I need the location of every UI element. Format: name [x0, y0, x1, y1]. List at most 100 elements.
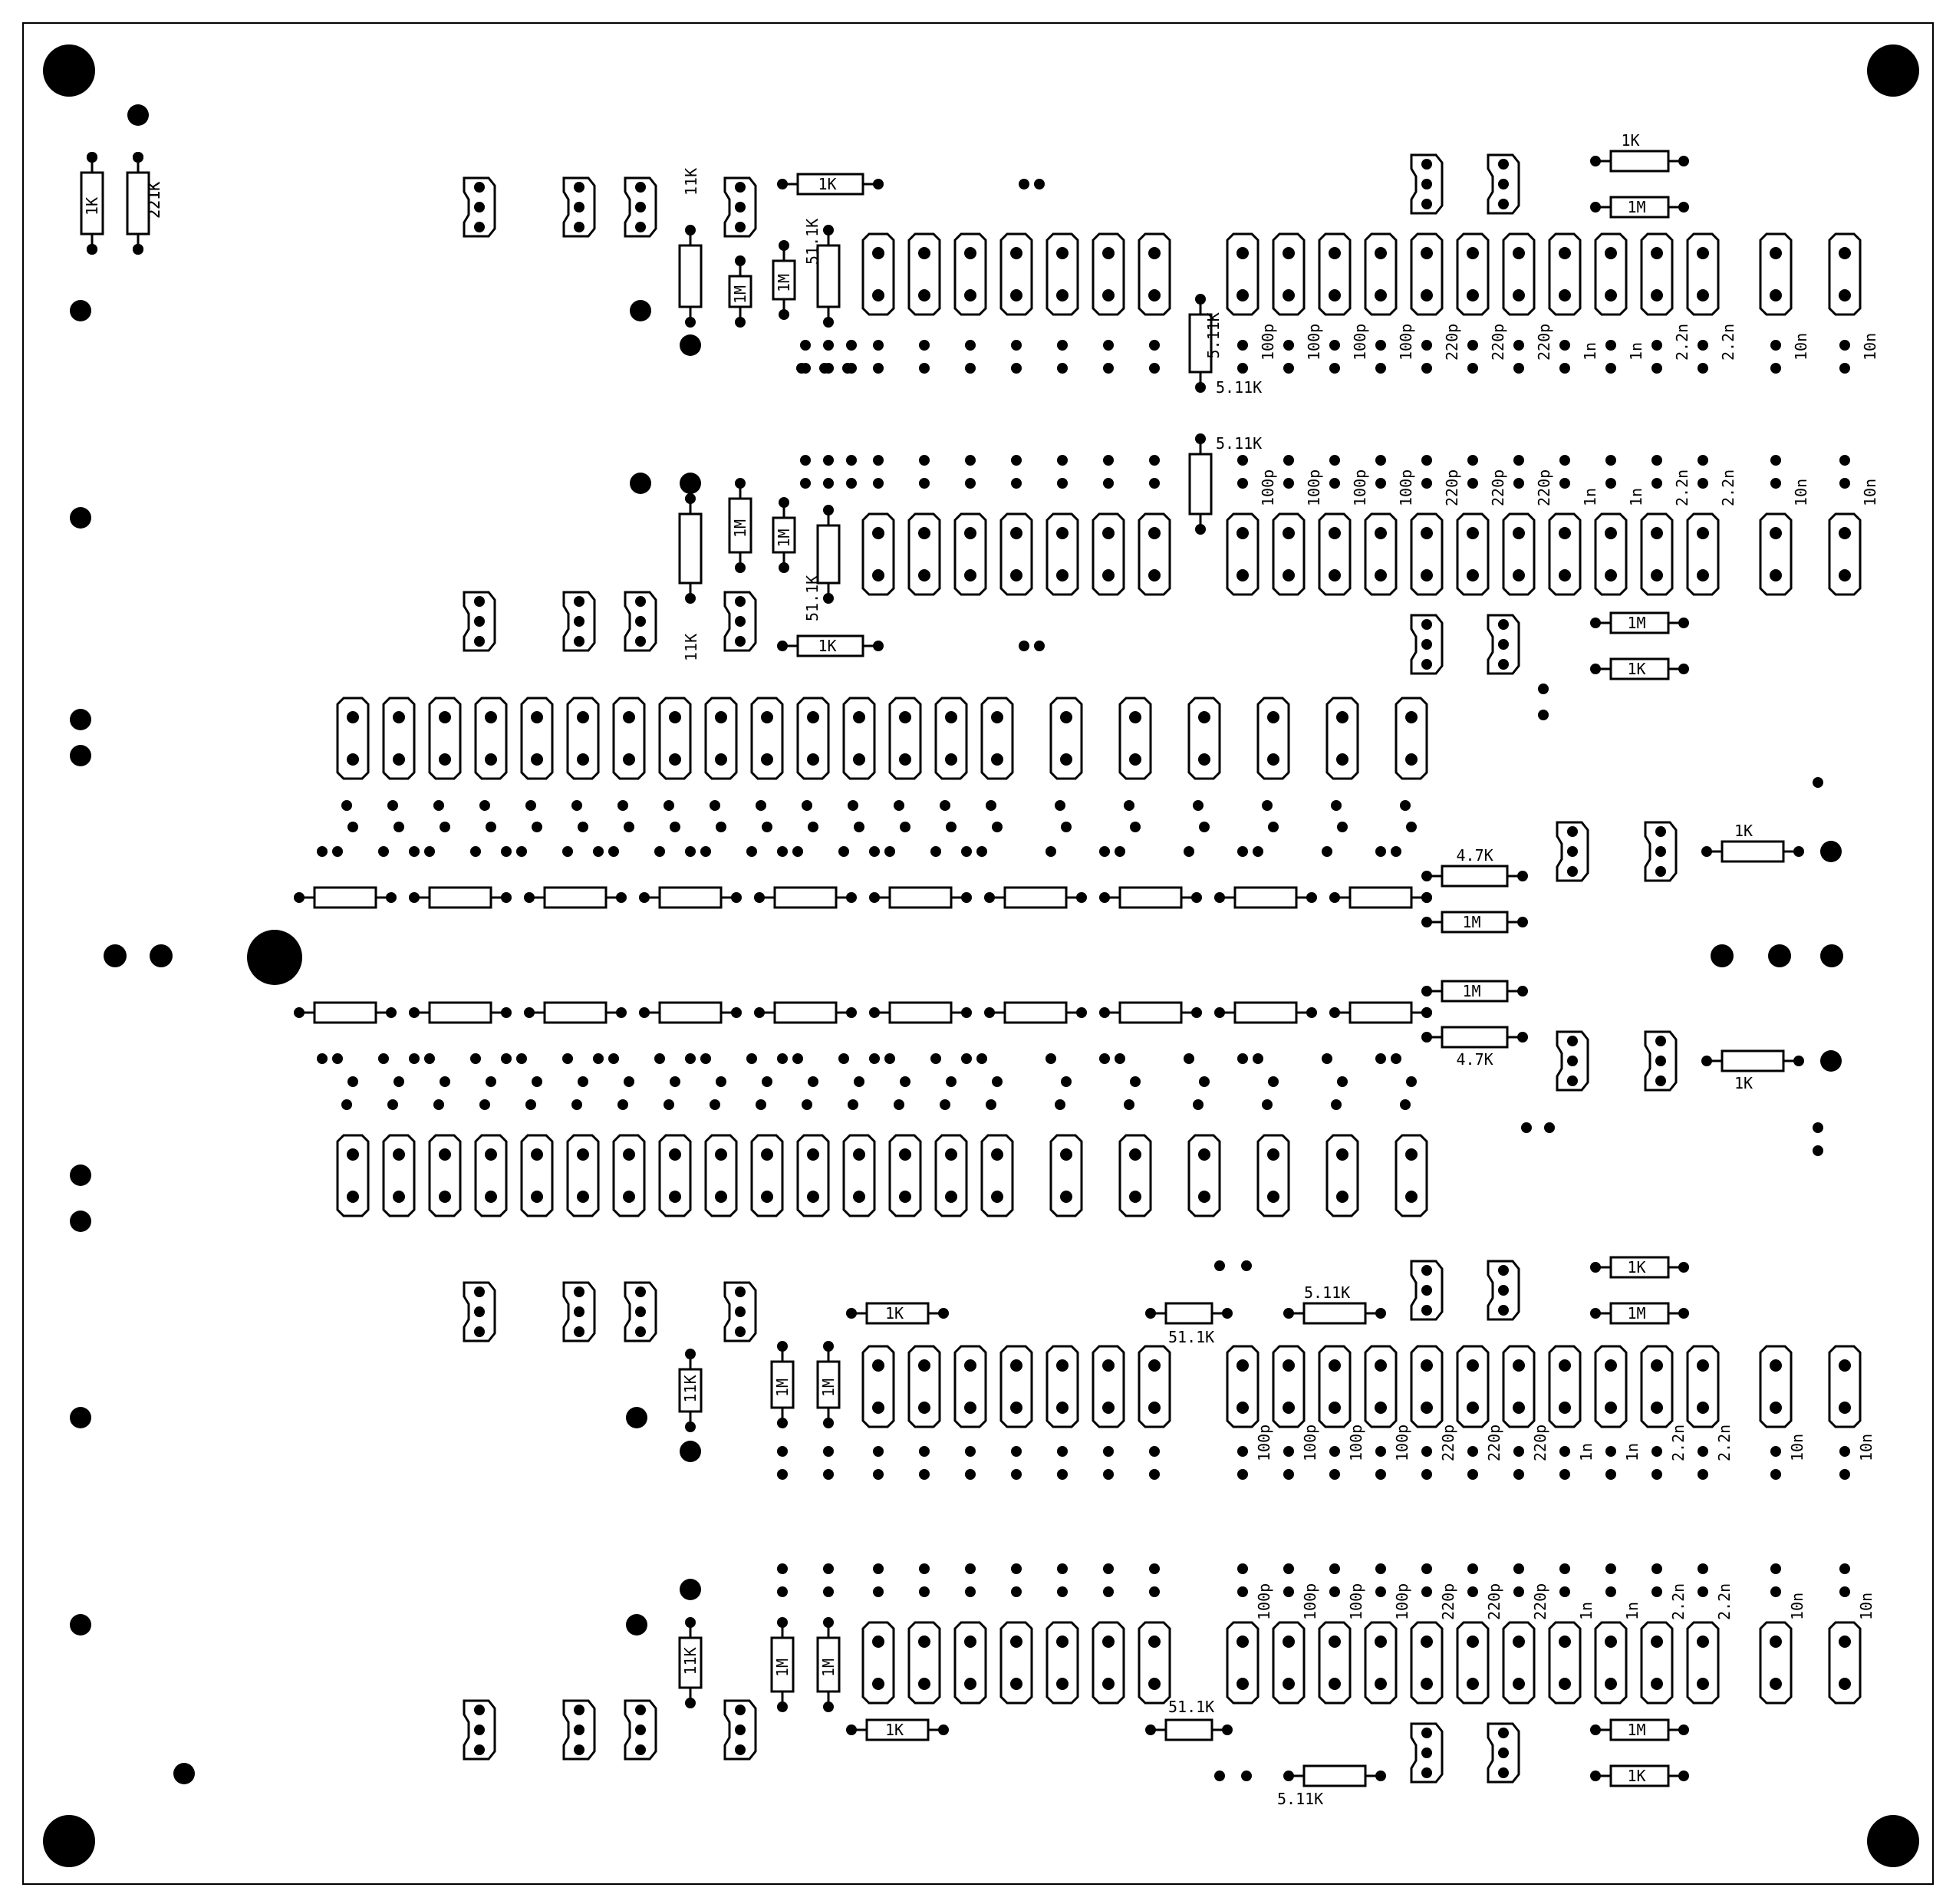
- pad: [964, 527, 976, 539]
- socket-outline: [1456, 232, 1490, 316]
- component-label: 51.1K: [1168, 1698, 1214, 1716]
- pad: [1191, 1007, 1202, 1018]
- via-icon: [1329, 340, 1340, 351]
- pad: [1099, 892, 1110, 903]
- capacitor-pad-icon: [428, 1134, 462, 1217]
- pad: [1701, 846, 1712, 857]
- pad: [1498, 639, 1509, 650]
- pad: [1148, 1359, 1161, 1372]
- via-icon: [578, 1076, 588, 1087]
- via-icon: [1262, 800, 1273, 811]
- pad: [1678, 1308, 1689, 1319]
- pad: [1283, 1636, 1295, 1648]
- via-icon: [486, 1076, 496, 1087]
- pad: [1839, 289, 1851, 301]
- socket-outline: [1226, 512, 1260, 596]
- pad: [635, 1326, 646, 1337]
- socket-outline: [888, 1134, 922, 1217]
- pad: [1590, 1262, 1601, 1273]
- capacitor-pad-icon: [999, 1345, 1033, 1428]
- pad: [1605, 289, 1617, 301]
- pad: [1198, 753, 1210, 766]
- via-icon: [700, 846, 711, 857]
- pad: [735, 616, 746, 627]
- via-icon: [823, 478, 834, 489]
- pad: [474, 1326, 485, 1337]
- socket-outline: [861, 512, 895, 596]
- pad: [1236, 569, 1249, 581]
- resistor-icon: [1145, 1718, 1233, 1741]
- pad: [918, 1678, 930, 1690]
- pad: [961, 1007, 972, 1018]
- pad: [294, 1007, 305, 1018]
- socket-outline: [1548, 232, 1582, 316]
- via-icon: [1103, 1469, 1114, 1480]
- pad: [635, 1744, 646, 1755]
- capacitor-pad-icon: [1256, 1134, 1290, 1217]
- pad: [1498, 619, 1509, 630]
- via-icon: [1651, 1469, 1662, 1480]
- mounting-hole-icon: [70, 300, 91, 321]
- capacitor-pad-icon: [1318, 1345, 1352, 1428]
- socket-outline: [1548, 1621, 1582, 1705]
- trimmer-icon: [624, 1281, 657, 1342]
- capacitor-pad-icon: [1092, 1345, 1125, 1428]
- component-label: 1K: [1734, 822, 1753, 840]
- board-outline: [22, 22, 1934, 1885]
- pad: [991, 1191, 1003, 1203]
- resistor-icon: [777, 173, 884, 196]
- pad: [386, 892, 397, 903]
- capacitor-pad-icon: [1325, 697, 1359, 780]
- pad: [474, 1724, 485, 1735]
- via-icon: [946, 822, 957, 832]
- pad: [1060, 753, 1072, 766]
- trimmer-icon: [1644, 1030, 1678, 1092]
- socket-outline: [1686, 1621, 1720, 1705]
- component-label: 100p: [1259, 469, 1277, 506]
- pad: [1267, 1148, 1279, 1161]
- resistor-icon: [1590, 657, 1689, 680]
- pad: [777, 1617, 788, 1628]
- pad: [1498, 1767, 1509, 1778]
- pad: [1148, 527, 1161, 539]
- via-icon: [1513, 1446, 1524, 1457]
- resistor-body: [428, 1001, 492, 1024]
- trimmer-icon: [562, 176, 596, 238]
- via-icon: [1329, 1469, 1340, 1480]
- pad: [1145, 1724, 1156, 1735]
- via-icon: [919, 340, 930, 351]
- resistor-icon: [1145, 1302, 1233, 1325]
- pad: [918, 1402, 930, 1414]
- capacitor-pad-icon: [566, 1134, 600, 1217]
- pad: [1605, 1636, 1617, 1648]
- resistor-icon: [1188, 433, 1213, 535]
- via-icon: [501, 846, 512, 857]
- via-icon: [1011, 340, 1022, 351]
- trimmer-icon: [1487, 153, 1520, 215]
- trimmer-icon: [624, 591, 657, 652]
- pad: [1329, 289, 1341, 301]
- socket-outline: [1502, 232, 1536, 316]
- via-icon: [823, 340, 834, 351]
- trimmer-icon: [1410, 614, 1444, 675]
- via-icon: [961, 846, 972, 857]
- socket-outline: [1187, 697, 1221, 780]
- pad: [574, 636, 584, 647]
- component-label: 1K: [1734, 1074, 1753, 1092]
- mounting-hole-icon: [150, 944, 173, 967]
- socket-outline: [1686, 1345, 1720, 1428]
- socket-outline: [796, 1134, 830, 1217]
- pad: [531, 753, 543, 766]
- pad: [1655, 1076, 1666, 1086]
- component-label: 100p: [1259, 324, 1277, 361]
- socket-outline: [1049, 1134, 1083, 1217]
- pad: [1498, 1728, 1509, 1738]
- component-label: 100p: [1351, 469, 1369, 506]
- resistor-body: [770, 1636, 795, 1693]
- via-icon: [1391, 846, 1401, 857]
- via-icon: [1115, 1053, 1125, 1064]
- via-icon: [1467, 1446, 1478, 1457]
- pad: [918, 1636, 930, 1648]
- socket-outline: [1456, 1345, 1490, 1428]
- pad: [1655, 1036, 1666, 1046]
